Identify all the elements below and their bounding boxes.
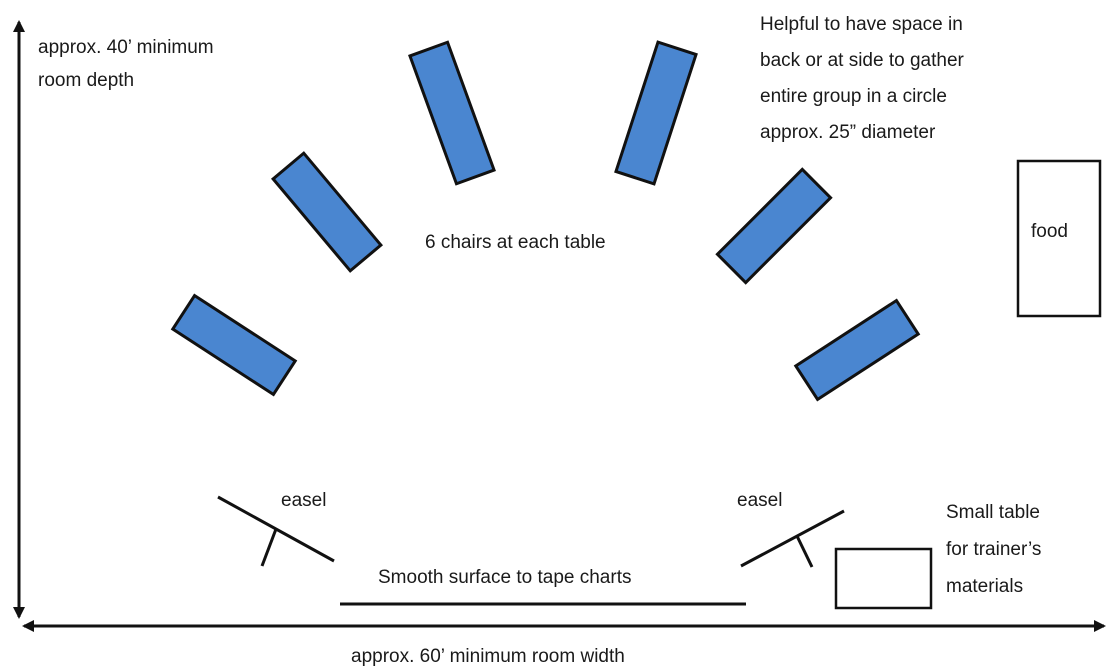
table-3 bbox=[408, 40, 496, 186]
food-table bbox=[1016, 159, 1102, 318]
chairs-label: 6 chairs at each table bbox=[425, 232, 606, 253]
width-label: approx. 60’ minimum room width bbox=[351, 646, 625, 667]
trainer-table-label-line-3: materials bbox=[946, 576, 1023, 597]
trainer-table-label-line-2: for trainer’s bbox=[946, 539, 1041, 560]
gather-note-line-4: approx. 25” diameter bbox=[760, 122, 936, 143]
trainer-table-label-line-1: Small table bbox=[946, 502, 1040, 523]
table-1 bbox=[170, 293, 298, 397]
easel-right-icon bbox=[740, 509, 845, 568]
gather-note-line-1: Helpful to have space in bbox=[760, 14, 963, 35]
table-2 bbox=[270, 151, 384, 273]
table-4 bbox=[614, 40, 698, 186]
easel-right-label: easel bbox=[737, 490, 782, 511]
gather-note-line-2: back or at side to gather bbox=[760, 50, 965, 71]
depth-label-line-2: room depth bbox=[38, 70, 134, 91]
table-5 bbox=[715, 167, 833, 285]
table-6 bbox=[793, 298, 921, 402]
easel-left-icon bbox=[217, 495, 335, 567]
easel-left-label: easel bbox=[281, 490, 326, 511]
tape-surface-label: Smooth surface to tape charts bbox=[378, 567, 631, 588]
gather-note-line-3: entire group in a circle bbox=[760, 86, 947, 107]
food-label: food bbox=[1031, 221, 1068, 242]
trainer-table bbox=[834, 547, 933, 610]
depth-label-line-1: approx. 40’ minimum bbox=[38, 37, 214, 58]
